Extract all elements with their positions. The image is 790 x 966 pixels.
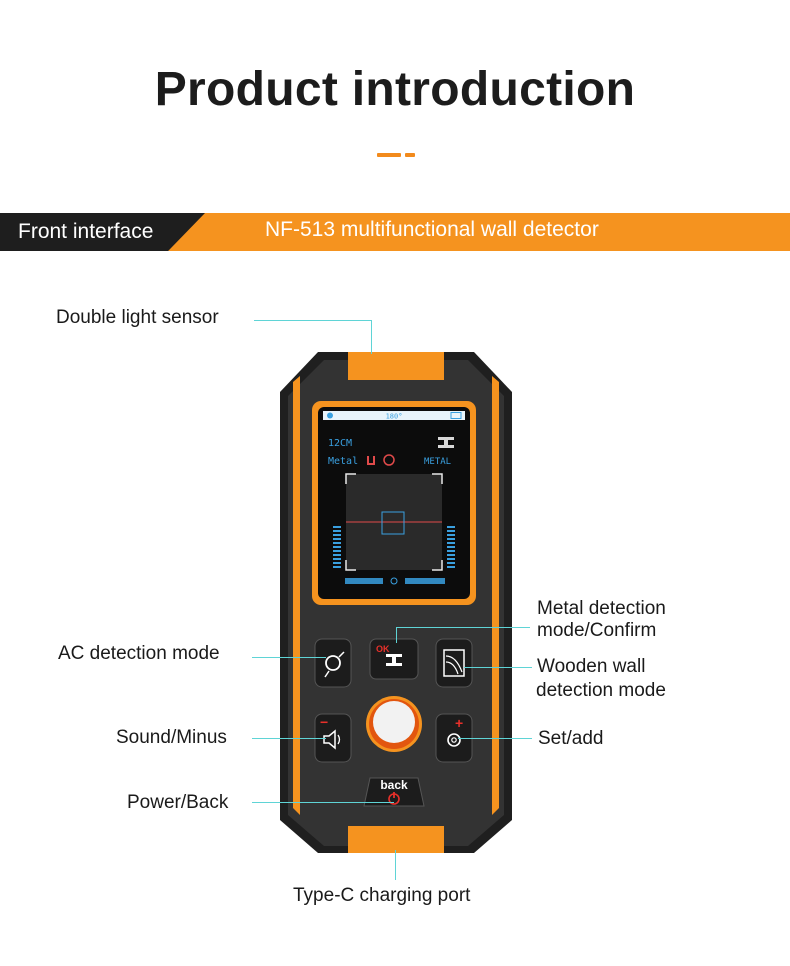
magnet-icon [367,456,375,465]
ok-label: OK [376,644,390,654]
power-line [252,802,394,803]
start-button [366,696,422,752]
wood-line [464,667,532,668]
top-cap [348,352,444,380]
screen-material: METAL [424,457,451,467]
left-strip [293,376,300,815]
page-title: Product introduction [154,63,636,116]
minus-sign: − [320,714,328,730]
sensor-line-v [371,320,372,354]
ac-line [252,657,326,658]
label-power-back: Power/Back [127,792,229,813]
screen-depth: 12CM [328,438,352,449]
target-box [381,511,405,535]
right-strip [492,376,499,815]
screen-angle: 180° [386,413,403,421]
status-bar [323,411,465,420]
label-double-light-sensor: Double light sensor [56,307,219,328]
metal-mode-button: OK [369,638,419,680]
wood-mode-button [435,638,473,688]
type-c-line [395,850,396,880]
banner-right-label: NF-513 multifunctional wall detector [265,218,599,241]
label-sound-minus: Sound/Minus [116,727,227,748]
screen-mode: Metal [328,456,358,467]
section-banner: Front interface NF-513 multifunctional w… [0,213,790,251]
signal-bars [333,526,455,584]
warning-icon [383,454,395,466]
metal-line-h [396,627,530,628]
label-wooden-wall-1: Wooden wall [537,656,646,677]
plus-sign: + [455,715,463,731]
label-ac-detection: AC detection mode [58,643,220,664]
grip-ridges [280,510,512,694]
sound-minus-button: − [314,713,352,763]
back-label: back [380,778,408,792]
label-wooden-wall-2: detection mode [536,680,666,701]
ac-mode-button [314,638,352,688]
label-type-c: Type-C charging port [293,885,471,906]
sound-line [252,738,326,739]
metal-line-v [396,627,397,643]
label-metal-detection-1: Metal detection [537,598,666,619]
sensor-line-h [254,320,372,321]
label-metal-detection-2: mode/Confirm [537,620,657,641]
set-line [458,738,532,739]
bottom-cap [348,826,444,853]
banner-left-label: Front interface [18,220,154,243]
power-back-button: back [363,777,425,807]
label-set-add: Set/add [538,728,604,749]
i-beam-icon [438,437,454,448]
